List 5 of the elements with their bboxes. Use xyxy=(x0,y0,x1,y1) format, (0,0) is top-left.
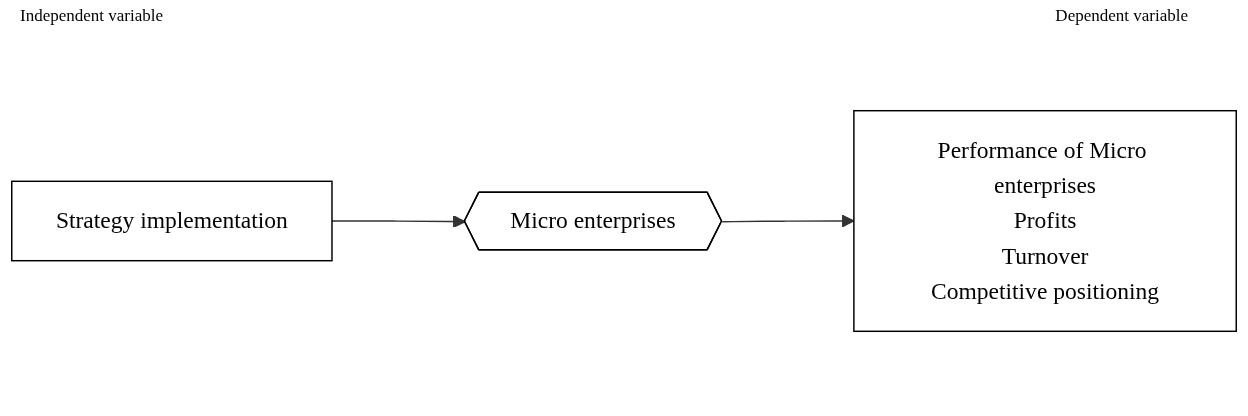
variable-heading: Independent variable xyxy=(20,6,163,27)
node-box: Strategy implementation xyxy=(11,180,333,262)
node-box: Performance of Micro enterprises Profits Turnover Competitive positioning xyxy=(853,109,1237,333)
variable-heading: Dependent variable xyxy=(1055,6,1188,27)
arrow xyxy=(331,215,466,229)
